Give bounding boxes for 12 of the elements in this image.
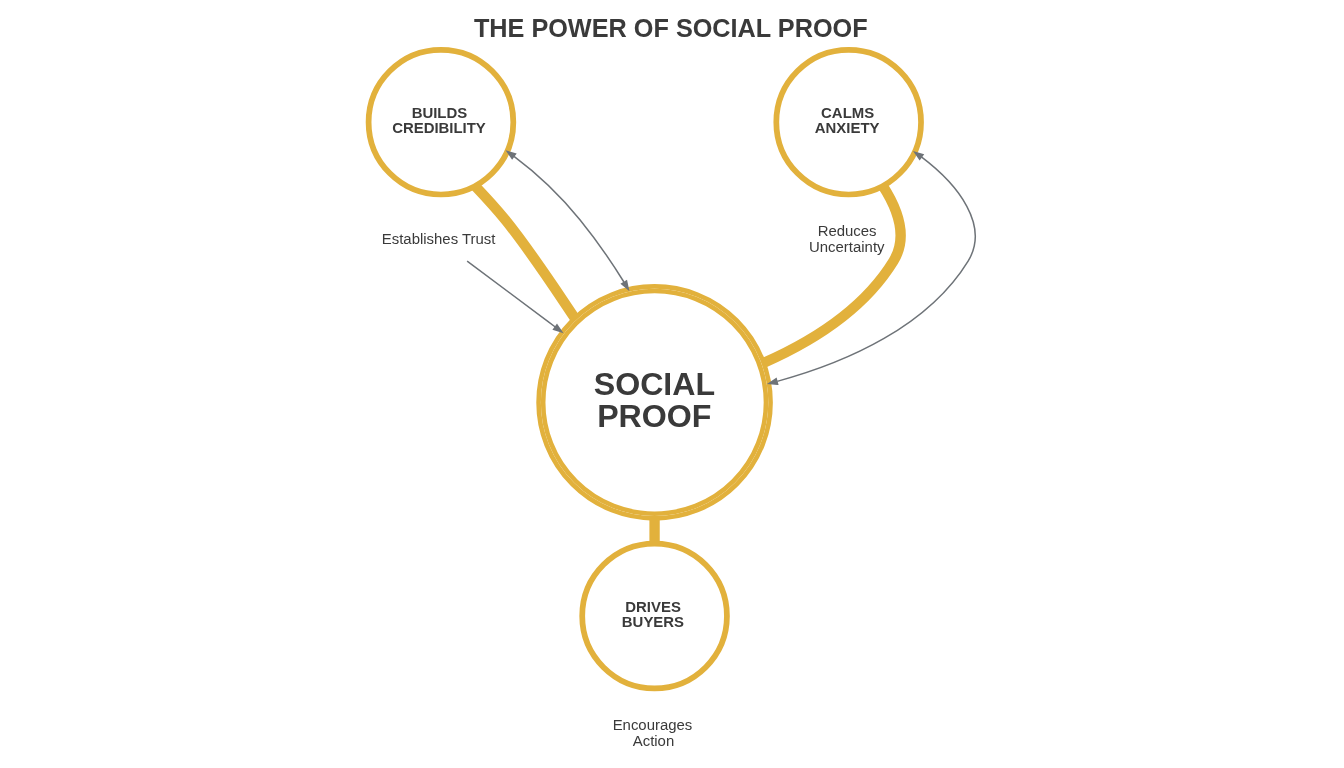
diagram-title: THE POWER OF SOCIAL PROOF [473,13,868,42]
node-circle: DRIVES BUYERS [579,540,730,692]
arrow [505,150,630,292]
arrow [766,150,976,385]
connector [761,183,906,368]
node-label: Reduces Uncertainty [809,222,885,256]
connector [471,182,579,321]
arrow [466,260,564,334]
node-text: Establishes Trust [381,230,496,248]
connector [649,518,660,544]
node-circle: SOCIAL PROOF [536,284,773,521]
node-label: Encourages Action [612,716,693,750]
